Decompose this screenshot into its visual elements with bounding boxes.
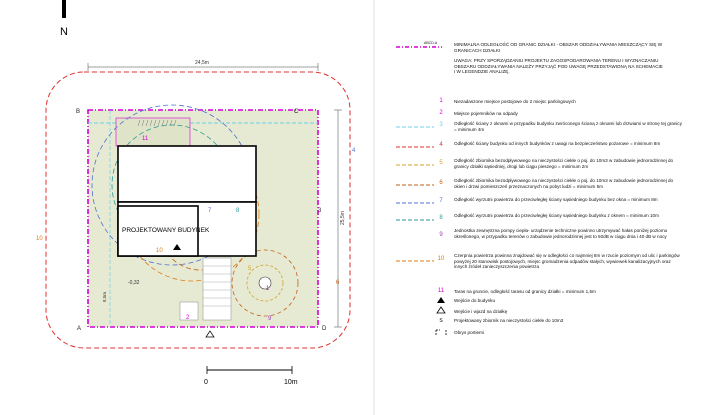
- legend-text-4: Odległość ściany budynku od innych budyn…: [454, 141, 661, 146]
- height-dimension: [334, 109, 342, 328]
- marker-10: 10: [156, 248, 163, 254]
- marker-2: 2: [186, 315, 190, 321]
- septic-tank-radius-5m: [231, 249, 299, 317]
- plot-boundary: [87, 109, 319, 328]
- scale-end-label: 10m: [284, 379, 298, 386]
- width-dimension-label: 24,5m: [195, 60, 209, 66]
- legend: ABCD-A MINIMALNA ODLEGŁOŚĆ OD GRANIC DZI…: [394, 0, 704, 415]
- marker-6: 6: [336, 280, 340, 286]
- north-arrow: N: [60, 0, 68, 38]
- marker-1: 1: [266, 286, 270, 292]
- gatehouse-outline-icon: [435, 329, 447, 336]
- legend-line-5: [396, 164, 434, 166]
- corner-label-a: A: [77, 326, 81, 332]
- legend-text-3: Odległość ściany z oknami w przypadku bu…: [454, 121, 683, 132]
- marker-8: 8: [236, 208, 240, 214]
- height-dimension-label: 25,5m: [340, 211, 346, 225]
- waste-bin-area: [179, 301, 199, 321]
- marker-5: 5: [248, 266, 252, 272]
- legend-line-7: [396, 202, 434, 204]
- corner-label-b: B: [76, 109, 80, 115]
- level-label: -0,32: [128, 280, 140, 286]
- legend-line-10: [396, 260, 434, 262]
- width-dimension: [87, 63, 319, 71]
- legend-num-10: 10: [437, 256, 445, 262]
- septic-tank-icon: S: [439, 318, 443, 324]
- north-arrow-icon: [62, 0, 66, 18]
- legend-text-5: Odległość zbiornika bezodpływowego na ni…: [454, 158, 674, 169]
- symbol-text-3: Projektowany zbiornik na nieczystości ci…: [454, 318, 564, 323]
- marker-11: 11: [142, 136, 149, 142]
- legend-num-1: 1: [439, 98, 443, 104]
- legend-text-10: Czerpnia powietrza powinna znajdować się…: [454, 253, 680, 270]
- north-label: N: [60, 26, 68, 38]
- legend-text-1: Niezadaszone miejsce postojowe do 2 miej…: [454, 99, 576, 104]
- fire-safety-boundary: [45, 71, 351, 349]
- legend-line-6: [396, 184, 434, 186]
- legend-line-4: [396, 146, 434, 148]
- legend-num-8: 8: [439, 215, 443, 221]
- parking-area: [202, 257, 232, 321]
- boundary-code: ABCD-A: [424, 41, 438, 45]
- marker-9: 9: [268, 316, 272, 322]
- marker-3: 3: [318, 208, 322, 214]
- symbol-text-2: Wejście i wjazd na działkę: [454, 309, 508, 314]
- scale-start-label: 0: [204, 379, 208, 386]
- legend-intro: MINIMALNA ODLEGŁOŚĆ OD GRANIC DZIAŁKI - …: [454, 42, 663, 53]
- legend-num-9: 9: [439, 232, 443, 238]
- septic-tank-radius-2m: [246, 264, 284, 302]
- legend-text-7: Odległość wyrzutni powietrza do przeciwl…: [454, 197, 658, 202]
- marker-10-left: 10: [36, 236, 43, 242]
- legend-text-6: Odległość zbiornika bezodpływowego na ni…: [454, 178, 674, 189]
- building-entrance-icon: [173, 244, 181, 250]
- legend-line-8: [396, 219, 434, 221]
- symbol-text-4: Obrys portierni: [454, 330, 485, 335]
- legend-note: UWAGA: PRZY SPORZĄDZANIU PROJEKTU ZAGOSP…: [454, 58, 663, 75]
- site-entrance-icon: [436, 306, 446, 314]
- parking-hatch: [203, 265, 231, 307]
- legend-num-3: 3: [439, 122, 443, 128]
- small-dimension-label: 8,5m: [102, 292, 107, 302]
- building-entrance-icon: [437, 297, 445, 303]
- corner-label-d: D: [322, 326, 327, 332]
- marker-4: 4: [352, 148, 356, 154]
- building-main: [117, 205, 199, 257]
- legend-text-9: Jednostka zewnętrzna pompy ciepła- urząd…: [454, 228, 668, 239]
- legend-text-11: Taras na gruncie, odległość tarasu od gr…: [454, 289, 596, 294]
- legend-num-2: 2: [439, 110, 443, 116]
- corner-label-c: C: [294, 109, 299, 115]
- legend-text-2: Miejsce pojemników na odpady: [454, 111, 518, 116]
- legend-num-5: 5: [439, 160, 443, 166]
- legend-num-7: 7: [439, 198, 443, 204]
- site-plan-drawing: N 24,5m 25,5m B C A D PROJ: [36, 0, 375, 415]
- symbol-text-1: Wejście do budynku: [454, 298, 496, 303]
- building-label: PROJEKTOWANY BUDYNEK: [122, 227, 210, 234]
- marker-7: 7: [208, 208, 212, 214]
- scale-bar: [206, 366, 293, 374]
- legend-num-6: 6: [439, 180, 443, 186]
- legend-text-8: Odległość wyrzutni powietrza do przeciwl…: [454, 213, 659, 218]
- building-wing-top: [117, 145, 257, 203]
- legend-num-4: 4: [439, 142, 443, 148]
- legend-line-3: [396, 126, 434, 128]
- terrace: [115, 117, 191, 147]
- site-entrance-icon: [205, 330, 215, 338]
- plot-boundary-symbol: [396, 46, 442, 48]
- legend-num-11: 11: [437, 288, 445, 294]
- septic-tank: [258, 276, 272, 290]
